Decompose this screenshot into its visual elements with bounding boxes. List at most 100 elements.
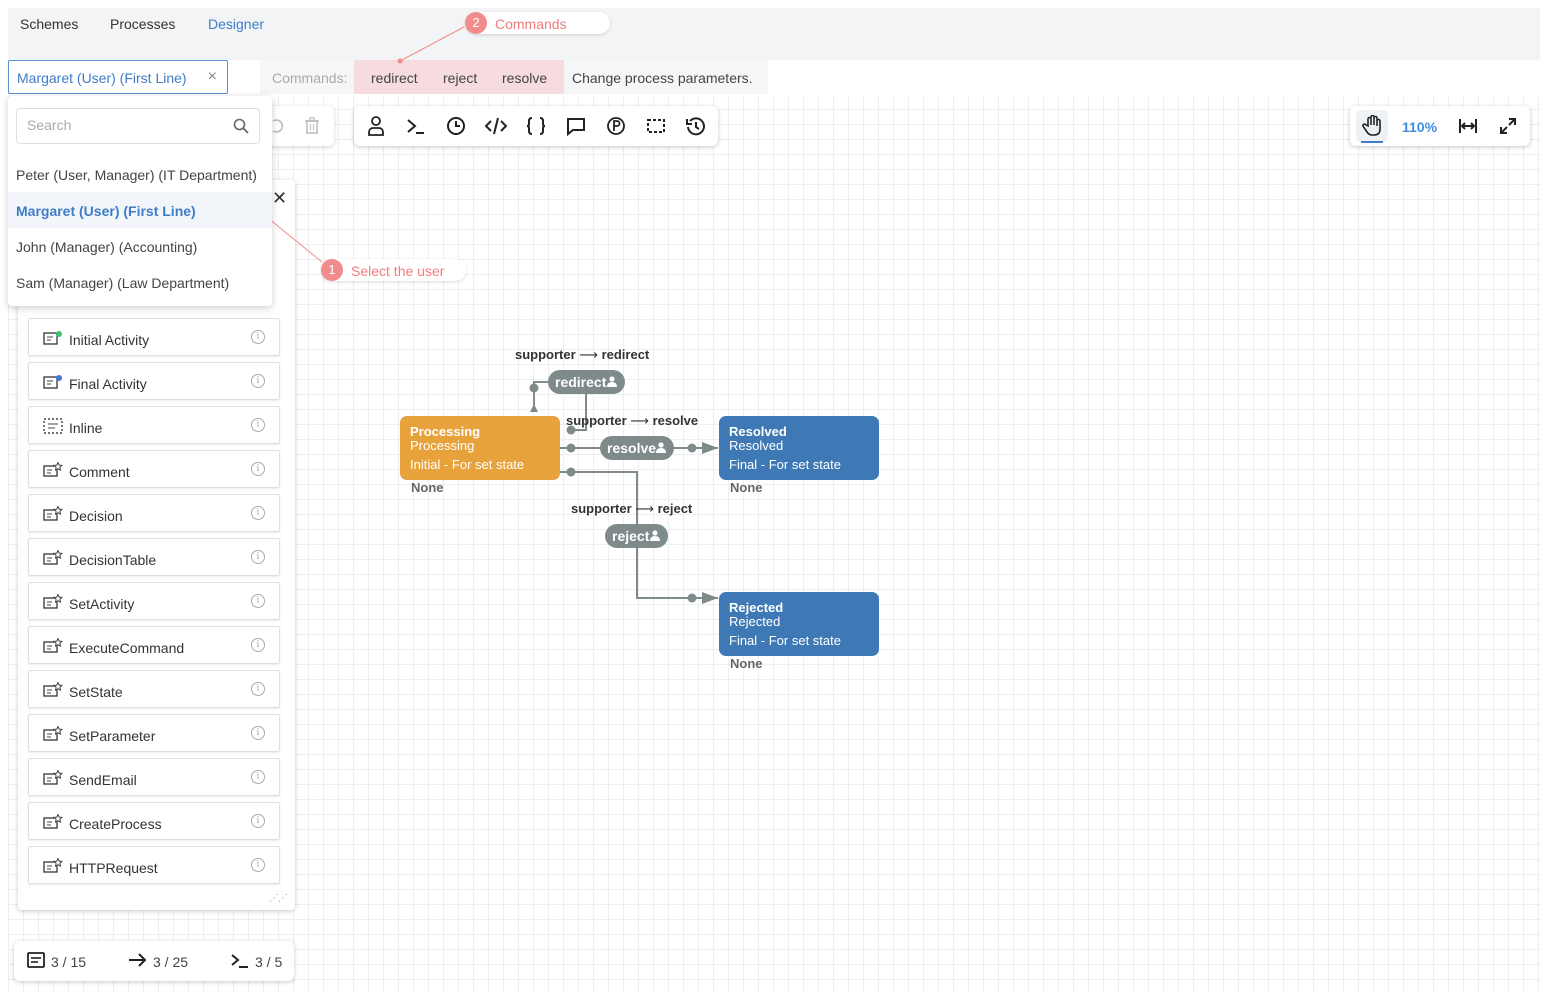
- info-icon[interactable]: i: [251, 726, 265, 740]
- palette-item-httprequest[interactable]: HTTPRequest i: [28, 846, 280, 884]
- close-icon[interactable]: ✕: [272, 188, 288, 208]
- edge-dot: [529, 383, 539, 393]
- fullscreen-icon[interactable]: [1498, 116, 1518, 136]
- info-icon[interactable]: i: [251, 858, 265, 872]
- state-kind: Initial - For set state: [410, 457, 525, 472]
- process-parameters-icon[interactable]: [605, 115, 627, 137]
- transitions-count: 3 / 25: [153, 954, 189, 970]
- palette-item-label: Final Activity: [69, 376, 147, 392]
- code-icon[interactable]: [485, 115, 507, 137]
- user-option[interactable]: Sam (Manager) (Law Department): [16, 275, 230, 291]
- info-icon[interactable]: i: [251, 638, 265, 652]
- pill-label: resolve: [607, 440, 657, 456]
- palette-item-decision[interactable]: Decision i: [28, 494, 280, 532]
- edge-label-redirect: supporter ⟶ redirect: [515, 347, 649, 363]
- commands-count: 3 / 5: [255, 954, 283, 970]
- edge-arrow: ⟶: [630, 413, 649, 428]
- info-icon[interactable]: i: [251, 506, 265, 520]
- state-footnote: None: [411, 480, 444, 495]
- final-activity-icon: [43, 375, 62, 389]
- command-resolve[interactable]: resolve: [502, 70, 548, 86]
- state-processing[interactable]: Processing Processing Initial - For set …: [400, 416, 560, 480]
- nav-schemes[interactable]: Schemes: [20, 16, 79, 32]
- palette-item-label: Comment: [69, 464, 130, 480]
- palette-item-label: Decision: [69, 508, 123, 524]
- trash-icon[interactable]: [304, 117, 320, 135]
- activity-star-icon: [43, 462, 63, 477]
- comment-icon[interactable]: [565, 115, 587, 137]
- state-rejected[interactable]: Rejected Rejected Final - For set state: [719, 592, 879, 656]
- activity-star-icon: [43, 858, 63, 873]
- palette-item-comment[interactable]: Comment i: [28, 450, 280, 488]
- info-icon[interactable]: i: [251, 814, 265, 828]
- view-toolbar: 110%: [1350, 106, 1530, 146]
- callout-select-user: 1 Select the user: [321, 259, 466, 281]
- history-icon[interactable]: [685, 115, 707, 137]
- info-icon[interactable]: i: [251, 770, 265, 784]
- activity-star-icon: [43, 682, 63, 697]
- palette-item-final-activity[interactable]: Final Activity i: [28, 362, 280, 400]
- state-resolved[interactable]: Resolved Resolved Final - For set state: [719, 416, 879, 480]
- state-name: Processing: [410, 424, 481, 439]
- main-toolbar: [354, 106, 718, 146]
- selection-icon[interactable]: [645, 115, 667, 137]
- pan-button[interactable]: [1356, 110, 1388, 143]
- info-icon[interactable]: i: [251, 462, 265, 476]
- info-icon[interactable]: i: [251, 330, 265, 344]
- palette-item-label: HTTPRequest: [69, 860, 158, 876]
- palette-item-label: SetState: [69, 684, 123, 700]
- state-footnote: None: [730, 480, 763, 495]
- command-redirect[interactable]: redirect: [371, 70, 418, 86]
- command-pill-redirect[interactable]: redirect: [548, 370, 625, 394]
- user-option[interactable]: John (Manager) (Accounting): [16, 239, 198, 255]
- callout-text: Select the user: [351, 263, 445, 279]
- edge-dot: [566, 425, 576, 435]
- state-state: Processing: [410, 438, 475, 453]
- info-icon[interactable]: i: [251, 594, 265, 608]
- info-icon[interactable]: i: [251, 418, 265, 432]
- info-icon[interactable]: i: [251, 550, 265, 564]
- edge-arrow: ⟶: [635, 501, 654, 516]
- edge-arrow: ⟶: [579, 347, 598, 362]
- activities-count: 3 / 15: [51, 954, 87, 970]
- command-pill-reject[interactable]: reject: [605, 524, 668, 548]
- user-option-selected[interactable]: Margaret (User) (First Line): [8, 192, 272, 228]
- timers-icon[interactable]: [445, 115, 467, 137]
- command-reject[interactable]: reject: [443, 70, 478, 86]
- activities-icon: [27, 952, 45, 968]
- hand-icon: [1362, 115, 1381, 136]
- fit-width-icon[interactable]: [1458, 116, 1478, 136]
- state-state: Resolved: [729, 438, 784, 453]
- state-kind: Final - For set state: [729, 633, 841, 648]
- parameters-icon[interactable]: [525, 115, 547, 137]
- nav-designer[interactable]: Designer: [208, 16, 265, 32]
- palette-item-setstate[interactable]: SetState i: [28, 670, 280, 708]
- pill-label: reject: [612, 528, 650, 544]
- transitions-icon: [129, 953, 147, 967]
- user-option[interactable]: Peter (User, Manager) (IT Department): [16, 167, 257, 183]
- arrowhead-reject: [702, 592, 718, 604]
- resize-handle-icon[interactable]: ⋰⋰: [269, 893, 288, 904]
- info-icon[interactable]: i: [251, 682, 265, 696]
- command-pill-resolve[interactable]: resolve: [600, 436, 674, 460]
- info-icon[interactable]: i: [251, 374, 265, 388]
- activity-star-icon: [43, 638, 63, 653]
- actors-icon[interactable]: [365, 115, 387, 137]
- search-input[interactable]: [27, 117, 217, 133]
- clear-icon[interactable]: ×: [207, 68, 217, 85]
- zoom-level[interactable]: 110%: [1402, 119, 1438, 135]
- redo-icon[interactable]: [270, 118, 284, 134]
- edge-actor: supporter: [515, 347, 576, 362]
- nav-processes[interactable]: Processes: [110, 16, 176, 32]
- commands-icon[interactable]: [405, 115, 427, 137]
- user-select[interactable]: Margaret (User) (First Line) ×: [8, 60, 228, 94]
